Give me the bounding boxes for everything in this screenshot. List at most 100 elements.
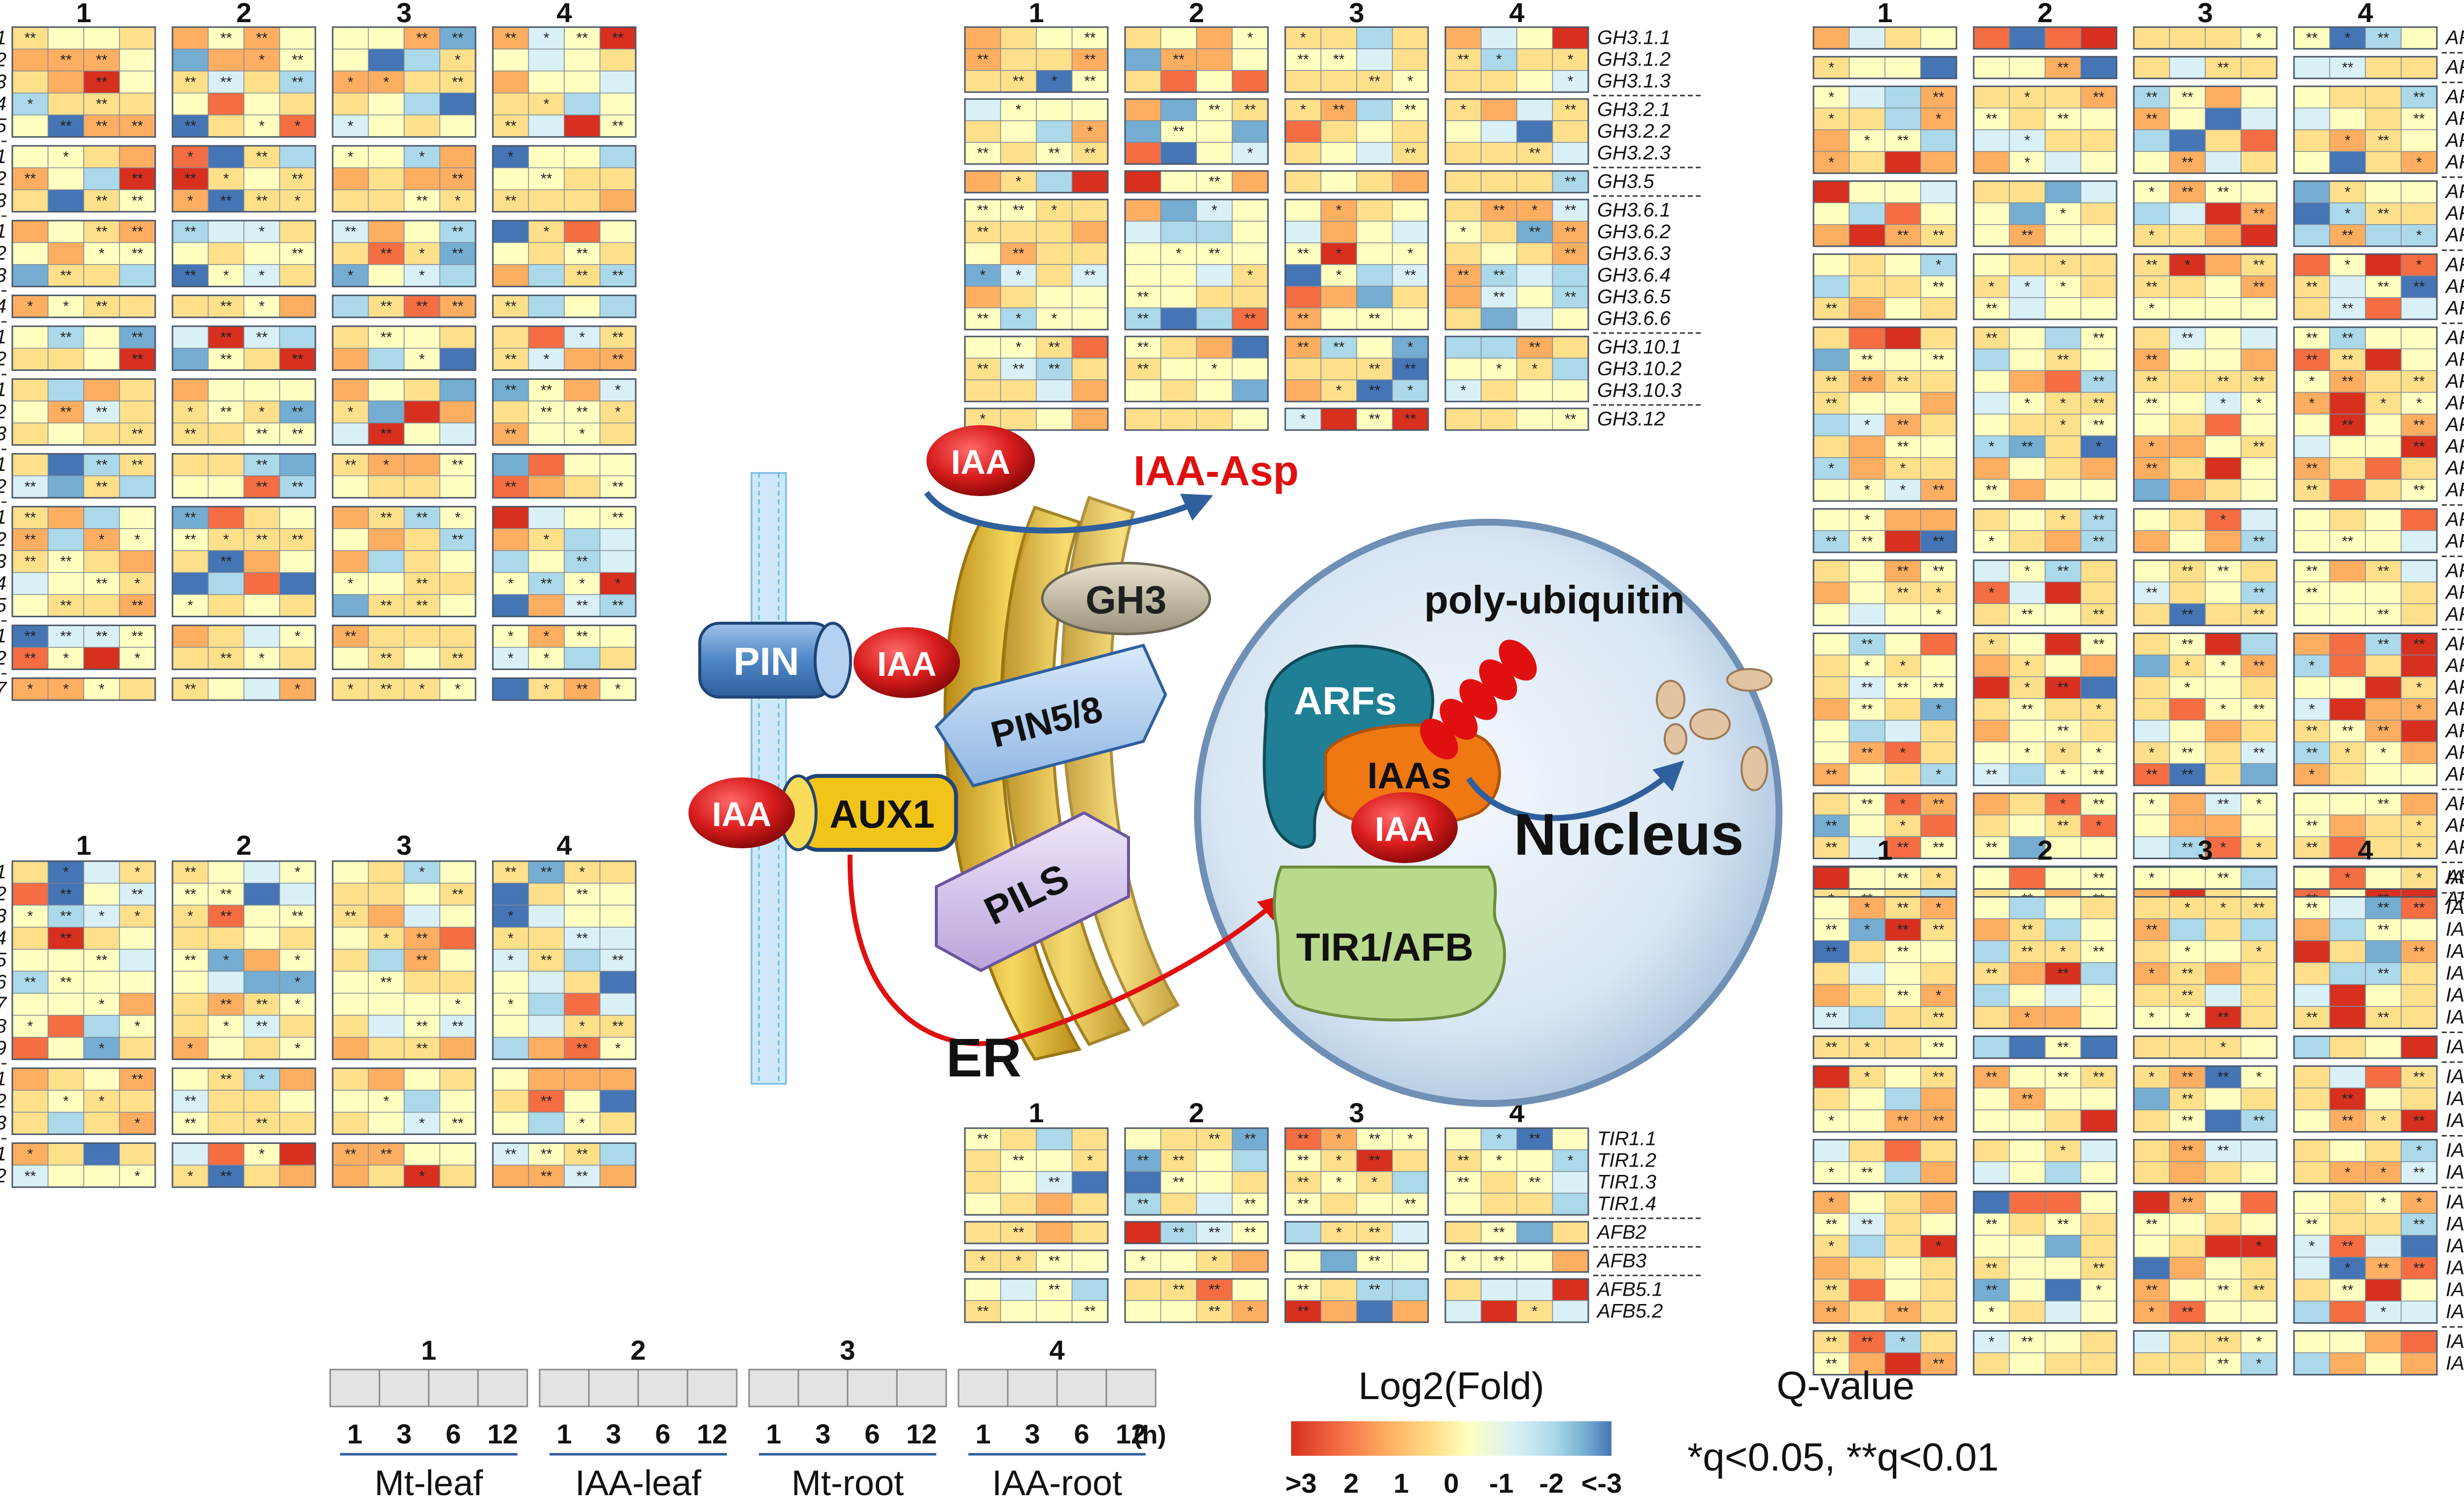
poly-ubiquitin-label: poly-ubiquitin	[1424, 578, 1685, 622]
heatmap-cell	[1516, 1149, 1553, 1172]
heatmap-cell	[332, 993, 369, 1016]
heatmap-cell	[1973, 1036, 2010, 1059]
heatmap-cell	[492, 1015, 529, 1038]
significance-mark: **	[1244, 1225, 1256, 1241]
heatmap-cell	[599, 189, 636, 212]
heatmap-cell	[1516, 379, 1553, 402]
heatmap-cell	[12, 167, 49, 190]
significance-mark: **	[1861, 636, 1873, 652]
significance-mark: **	[1298, 1282, 1309, 1298]
significance-mark: *	[2256, 796, 2262, 812]
heatmap-cell	[2240, 962, 2277, 985]
heatmap-cell	[2293, 1191, 2330, 1214]
significance-mark: **	[380, 681, 392, 698]
iaa-label-aux1: IAA	[712, 795, 772, 834]
heatmap-cell	[1445, 199, 1482, 222]
heatmap-cell	[1480, 358, 1517, 380]
heatmap-cell	[1848, 581, 1885, 604]
heatmap-cell	[83, 971, 120, 994]
heatmap-cell	[2045, 896, 2082, 919]
heatmap-cell	[368, 677, 405, 701]
gene-label: PIL3.2	[0, 529, 6, 550]
heatmap-cell	[2080, 560, 2117, 583]
heatmap-cell	[2169, 27, 2206, 49]
significance-mark: **	[132, 193, 143, 209]
heatmap-cell	[404, 422, 441, 445]
heatmap-cell	[2205, 940, 2242, 963]
significance-mark: *	[579, 864, 585, 880]
heatmap-cell	[2293, 1139, 2330, 1162]
significance-mark: **	[1897, 679, 1909, 696]
significance-mark: **	[380, 510, 392, 526]
heatmap-cell	[2400, 530, 2437, 553]
significance-mark: **	[2182, 745, 2193, 761]
heatmap-group-number: 1	[76, 830, 91, 861]
significance-mark: *	[2060, 745, 2066, 761]
heatmap-cell	[2169, 224, 2206, 247]
significance-mark: *	[383, 74, 389, 90]
significance-mark: **	[577, 598, 588, 614]
heatmap-cell	[439, 348, 476, 371]
gene-label: PIN3.3	[0, 265, 6, 286]
heatmap-cell	[1973, 202, 2010, 225]
heatmap-cell	[2080, 107, 2117, 131]
heatmap-cell	[368, 27, 405, 50]
heatmap-group-number: 2	[236, 830, 251, 861]
heatmap-cell	[368, 295, 405, 318]
heatmap-cell	[1552, 379, 1589, 402]
heatmap-cell	[1920, 457, 1957, 480]
heatmap-cell	[1160, 307, 1197, 330]
heatmap-cell	[1232, 120, 1268, 143]
heatmap-cell	[1036, 379, 1073, 402]
heatmap-cell	[528, 1111, 565, 1135]
heatmap-cell	[1320, 27, 1357, 49]
gene-family-block: **********AFB5.1**********AFB5.2	[964, 1278, 1663, 1323]
significance-mark: **	[1137, 311, 1149, 327]
heatmap-cell	[1232, 336, 1268, 359]
heatmap-cell	[1071, 242, 1108, 265]
heatmap-cell	[1285, 242, 1322, 265]
heatmap-cell	[2329, 962, 2366, 985]
heatmap-cell	[2365, 1352, 2402, 1375]
heatmap-cell	[599, 220, 636, 243]
heatmap-cell	[1973, 392, 2010, 415]
heatmap-cell	[243, 993, 280, 1016]
heatmap-cell	[2240, 676, 2277, 699]
heatmap-cell	[1036, 1128, 1073, 1150]
significance-mark: *	[2220, 395, 2226, 411]
heatmap-cell	[368, 189, 405, 212]
heatmap-cell	[12, 189, 49, 212]
family-outline	[1444, 98, 1589, 165]
significance-mark: **	[1244, 1196, 1256, 1212]
gene-label: AFB3	[1596, 1250, 1646, 1272]
heatmap-cell	[1516, 242, 1553, 265]
significance-mark: *	[259, 1071, 265, 1087]
gene-label: LAX3.1	[0, 1143, 6, 1165]
significance-mark: *	[2256, 1069, 2262, 1085]
significance-mark: **	[2182, 1091, 2193, 1107]
significance-mark: **	[2306, 818, 2318, 834]
family-outline	[1284, 407, 1429, 431]
heatmap-cell	[528, 993, 565, 1016]
heatmap-cell	[207, 1015, 244, 1038]
heatmap-cell	[2169, 348, 2206, 371]
significance-mark: **	[1897, 1304, 1909, 1320]
heatmap-group-number: 3	[396, 0, 411, 28]
heatmap-cell	[1813, 479, 1850, 502]
heatmap-cell	[47, 572, 84, 595]
significance-mark: *	[2185, 679, 2190, 696]
heatmap-cell	[2365, 1139, 2402, 1162]
heatmap-cell	[2080, 56, 2117, 79]
heatmap-cell	[1848, 763, 1885, 786]
heatmap-cell	[599, 242, 636, 265]
heatmap-cell	[2329, 918, 2366, 941]
heatmap-cell	[1813, 581, 1850, 604]
heatmap-cell	[332, 326, 369, 349]
significance-mark: **	[256, 426, 268, 442]
heatmap-cell	[1445, 70, 1482, 93]
heatmap-cell	[1071, 408, 1108, 431]
heatmap-cell	[207, 475, 244, 499]
heatmap-cell	[279, 326, 316, 349]
significance-mark: *	[1828, 111, 1834, 127]
